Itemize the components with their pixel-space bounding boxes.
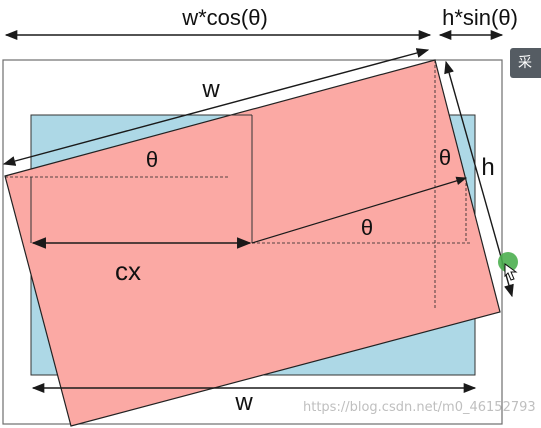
label-w-cos-theta: w*cos(θ): [181, 5, 268, 30]
hand-cursor-icon: [504, 263, 518, 281]
label-h-sin-theta: h*sin(θ): [442, 5, 518, 30]
arrow-center-to-edge: [251, 176, 468, 244]
arrow-w-rotated: [2, 48, 430, 166]
cursor-highlight-dot: [498, 252, 518, 272]
watermark-text: https://blog.csdn.net/m0_46152793: [303, 400, 536, 415]
label-w-bottom: w: [234, 389, 253, 416]
label-theta-center: θ: [361, 215, 373, 240]
label-cx: cx: [115, 256, 141, 286]
label-theta-left: θ: [146, 147, 158, 172]
label-h-rotated: h: [481, 154, 494, 181]
label-w-rotated: w: [201, 76, 220, 103]
side-tab-button[interactable]: 采: [510, 48, 541, 78]
label-theta-right: θ: [439, 145, 451, 170]
